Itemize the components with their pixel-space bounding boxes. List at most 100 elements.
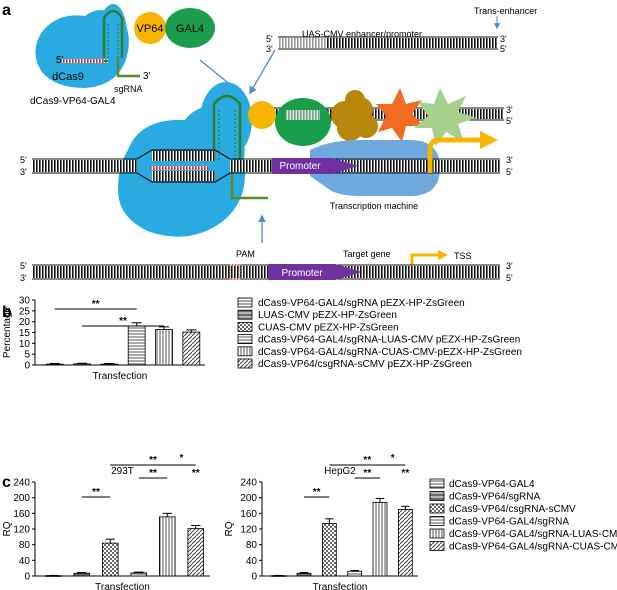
dcas9-vp64-gal4-complex: VP64 GAL4 dCas9 5' 3' sgRNA dCas9-VP64-G… <box>30 4 215 107</box>
target-dna: PAM Target gene TSS 5' 3' Promoter 3' 5' <box>20 249 513 283</box>
upper-dna-5p: 5' <box>506 116 513 126</box>
trans-enhancer-label: Trans-enhancer <box>474 6 537 16</box>
pam-site <box>229 264 241 280</box>
gal4-domain <box>165 8 215 48</box>
y-tick-label: 240 <box>240 478 257 489</box>
bar-3 <box>102 542 119 577</box>
panel-b: b 051015202530PercentageTransfection****… <box>2 296 522 383</box>
legend-label-6: dCas9-VP64/csgRNA-sCMV pEZX-HP-ZsGreen <box>258 359 472 370</box>
y-axis-label: RQ <box>224 521 235 536</box>
legend-swatch-2 <box>429 491 445 501</box>
panel-a-label: a <box>2 2 11 19</box>
dcas9-bound-lobe <box>200 82 252 158</box>
legend-label-1: dCas9-VP64-GAL4/sgRNA pEZX-HP-ZsGreen <box>258 298 465 309</box>
y-tick-label: 80 <box>19 540 31 551</box>
y-tick-label: 200 <box>240 493 257 504</box>
significance-marker: ** <box>149 468 157 479</box>
activator-green <box>414 88 476 146</box>
panel-c: c 04080120160200240RQTransfection293T***… <box>2 453 617 590</box>
significance-marker: ** <box>363 455 371 466</box>
legend-swatch-6 <box>429 541 445 551</box>
significance-marker: * <box>180 453 184 464</box>
uas-5p-top: 5' <box>266 34 273 44</box>
target-3p-right: 3' <box>506 261 513 271</box>
y-tick-label: 160 <box>240 509 257 520</box>
bar-4 <box>127 325 146 366</box>
sgrna-hairpin <box>102 9 124 58</box>
bar-2 <box>73 572 90 577</box>
target-promoter-label: Promoter <box>281 268 323 279</box>
y-tick-label: 0 <box>24 361 30 372</box>
target-gene-label: Target gene <box>343 249 391 259</box>
panel-c-label: c <box>2 474 11 491</box>
y-tick-label: 0 <box>24 572 30 583</box>
legend-swatch-4 <box>237 334 253 345</box>
panel-a: a VP64 GAL4 dCas9 5' 3' sgRNA dCas9-VP64… <box>2 2 537 283</box>
tss-arrow-big <box>427 137 482 173</box>
spacer-five-prime: 5' <box>56 55 64 66</box>
uas-label: UAS-CMV enhancer/promoter <box>302 29 422 39</box>
y-tick-label: 80 <box>246 540 258 551</box>
y-tick-label: 120 <box>240 525 257 536</box>
bar-5 <box>372 501 388 577</box>
legend-swatch-1 <box>429 478 445 489</box>
y-tick-label: 240 <box>13 478 30 489</box>
bound-sgrna-tail <box>230 170 268 200</box>
y-tick-label: 10 <box>19 339 31 350</box>
x-axis-label: Transfection <box>95 582 150 590</box>
bar-5 <box>159 516 176 577</box>
y-tick-label: 20 <box>19 317 31 328</box>
legend-label-5: dCas9-VP64-GAL4/sgRNA-LUAS-CMV <box>449 529 617 540</box>
x-axis-label: Transfection <box>93 371 148 382</box>
bound-dna-5p: 5' <box>20 155 27 165</box>
legend-swatch-4 <box>429 516 445 526</box>
significance-marker: ** <box>363 468 371 479</box>
sgrna-label: sgRNA <box>114 84 143 94</box>
uas-dna: UAS-CMV enhancer/promoter Trans-enhancer… <box>266 6 537 54</box>
converge-arrow-right <box>249 49 276 95</box>
legend-swatch-2 <box>237 309 253 320</box>
activator-brown <box>331 90 378 141</box>
x-axis-label: Transfection <box>313 582 368 590</box>
y-axis-label: RQ <box>2 521 13 536</box>
target-3p: 3' <box>20 273 27 283</box>
legend-label-2: dCas9-VP64/sgRNA <box>449 492 540 503</box>
legend-swatch-6 <box>237 358 253 369</box>
bar-2 <box>296 572 312 577</box>
legend-c: dCas9-VP64-GAL4dCas9-VP64/sgRNAdCas9-VP6… <box>429 478 617 553</box>
bound-dna-3p: 3' <box>20 167 27 177</box>
legend-swatch-5 <box>237 346 253 357</box>
bar-4 <box>130 572 147 577</box>
legend-label-6: dCas9-VP64-GAL4/sgRNA-CUAS-CMV <box>449 542 617 553</box>
dcas9-lobe-shape <box>99 4 127 64</box>
upper-dna-3p: 3' <box>506 105 513 115</box>
dcas9-label: dCas9 <box>52 71 84 83</box>
bar-6 <box>182 331 201 366</box>
y-tick-label: 40 <box>246 556 258 567</box>
legend-label-2: LUAS-CMV pEZX-HP-ZsGreen <box>258 310 397 321</box>
bar-1 <box>271 575 287 577</box>
chart-293t: 04080120160200240RQTransfection293T*****… <box>2 453 210 590</box>
chart-title: HepG2 <box>324 466 356 477</box>
bar-3 <box>321 523 337 577</box>
chart-hepg2: 04080120160200240RQTransfectionHepG2****… <box>224 453 418 590</box>
legend-swatch-3 <box>429 503 445 514</box>
uas-3p-bottom: 3' <box>266 44 273 54</box>
y-tick-label: 200 <box>13 493 30 504</box>
sgrna-three-prime: 3' <box>143 71 151 82</box>
bound-vp64 <box>248 101 276 129</box>
uas-3p-top: 3' <box>500 34 507 44</box>
y-tick-label: 160 <box>13 509 30 520</box>
pam-label: PAM <box>236 249 255 259</box>
legend-swatch-1 <box>237 297 253 308</box>
significance-marker: ** <box>313 487 321 498</box>
sgrna-stem <box>107 22 119 58</box>
tss-label: TSS <box>454 251 472 261</box>
legend-label-3: CUAS-CMV pEZX-HP-ZsGreen <box>258 322 399 333</box>
legend-label-4: dCas9-VP64-GAL4/sgRNA <box>449 517 569 528</box>
bar-3 <box>100 363 119 366</box>
uas-5p-bottom: 5' <box>500 44 507 54</box>
bound-dna-5p-right: 5' <box>506 167 513 177</box>
